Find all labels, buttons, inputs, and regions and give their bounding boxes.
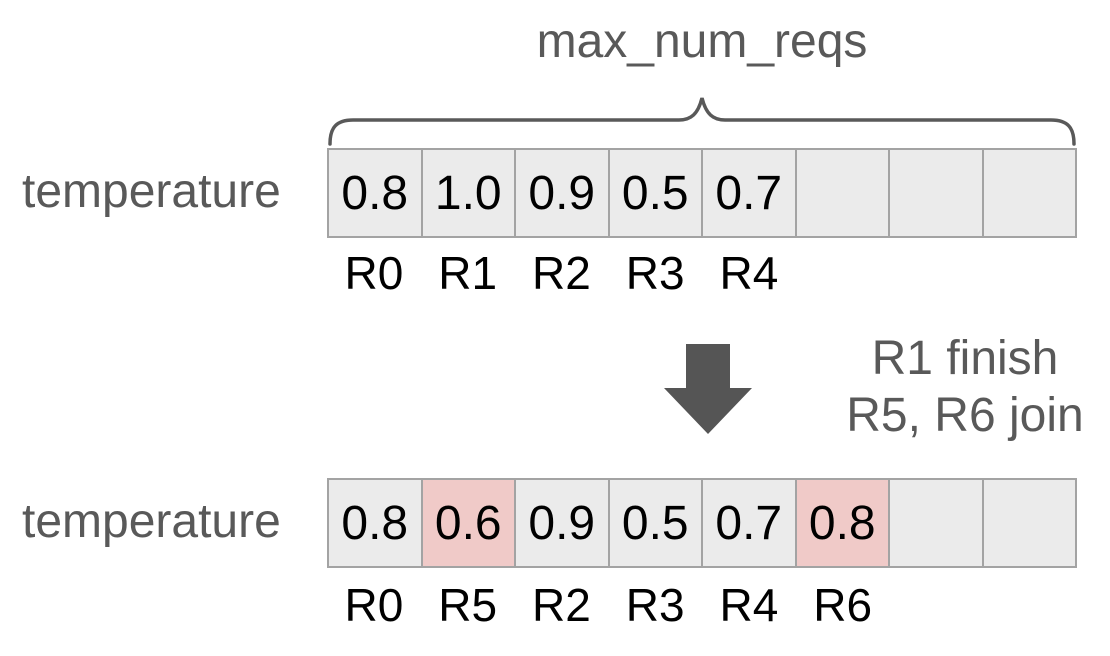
cell-value: 0.9: [528, 496, 596, 550]
cell-after-5: 0.8: [794, 480, 888, 566]
transition-line-1: R1 finish: [871, 332, 1059, 385]
temperature-array-before: 0.8 1.0 0.9 0.5 0.7: [327, 148, 1077, 238]
request-label-before-0: R0: [344, 247, 404, 299]
temperature-label-before: temperature: [22, 165, 281, 218]
request-label-after-1: R5: [438, 579, 498, 631]
request-labels-before: R0 R1 R2 R3 R4: [327, 248, 1077, 298]
request-label-before-7: [983, 248, 1077, 298]
down-arrow-icon: [664, 344, 752, 434]
request-label-before-4: R4: [719, 247, 779, 299]
cell-after-0: 0.8: [329, 480, 421, 566]
cell-before-5: [794, 150, 888, 236]
request-label-after-6: [890, 580, 984, 630]
request-label-before-3: R3: [625, 247, 685, 299]
request-label-after-4: R4: [719, 579, 779, 631]
cell-before-1: 1.0: [420, 150, 514, 236]
cell-value: 1.0: [434, 166, 502, 220]
cell-value: 0.8: [341, 166, 409, 220]
request-label-before-6: [890, 248, 984, 298]
cell-after-7: [981, 480, 1075, 566]
request-label-after-2: R2: [531, 579, 591, 631]
cell-value: 0.8: [341, 496, 409, 550]
cell-before-3: 0.5: [607, 150, 701, 236]
request-label-after-5: R6: [813, 579, 873, 631]
request-labels-after: R0 R5 R2 R3 R4 R6: [327, 580, 1077, 630]
cell-after-1: 0.6: [420, 480, 514, 566]
temperature-label-after: temperature: [22, 495, 281, 548]
cell-value: 0.7: [715, 166, 783, 220]
cell-value: 0.7: [715, 496, 783, 550]
request-label-after-0: R0: [344, 579, 404, 631]
cell-after-3: 0.5: [607, 480, 701, 566]
cell-before-6: [888, 150, 982, 236]
transition-note: R1 finish R5, R6 join: [830, 330, 1100, 444]
request-label-before-1: R1: [438, 247, 498, 299]
request-label-before-5: [796, 248, 890, 298]
max-num-reqs-label: max_num_reqs: [536, 15, 868, 68]
cell-before-7: [981, 150, 1075, 236]
cell-value: 0.5: [621, 496, 689, 550]
cell-value: 0.8: [808, 496, 876, 550]
brace-icon: [328, 97, 1076, 146]
request-label-before-2: R2: [531, 247, 591, 299]
cell-value: 0.9: [528, 166, 596, 220]
request-label-after-3: R3: [625, 579, 685, 631]
cell-before-4: 0.7: [701, 150, 795, 236]
cell-before-0: 0.8: [329, 150, 421, 236]
cell-value: 0.5: [621, 166, 689, 220]
cell-value: 0.6: [434, 496, 502, 550]
cell-after-6: [888, 480, 982, 566]
request-label-after-7: [983, 580, 1077, 630]
transition-line-2: R5, R6 join: [846, 389, 1084, 442]
temperature-array-after: 0.8 0.6 0.9 0.5 0.7 0.8: [327, 478, 1077, 568]
cell-after-2: 0.9: [514, 480, 608, 566]
cell-before-2: 0.9: [514, 150, 608, 236]
cell-after-4: 0.7: [701, 480, 795, 566]
